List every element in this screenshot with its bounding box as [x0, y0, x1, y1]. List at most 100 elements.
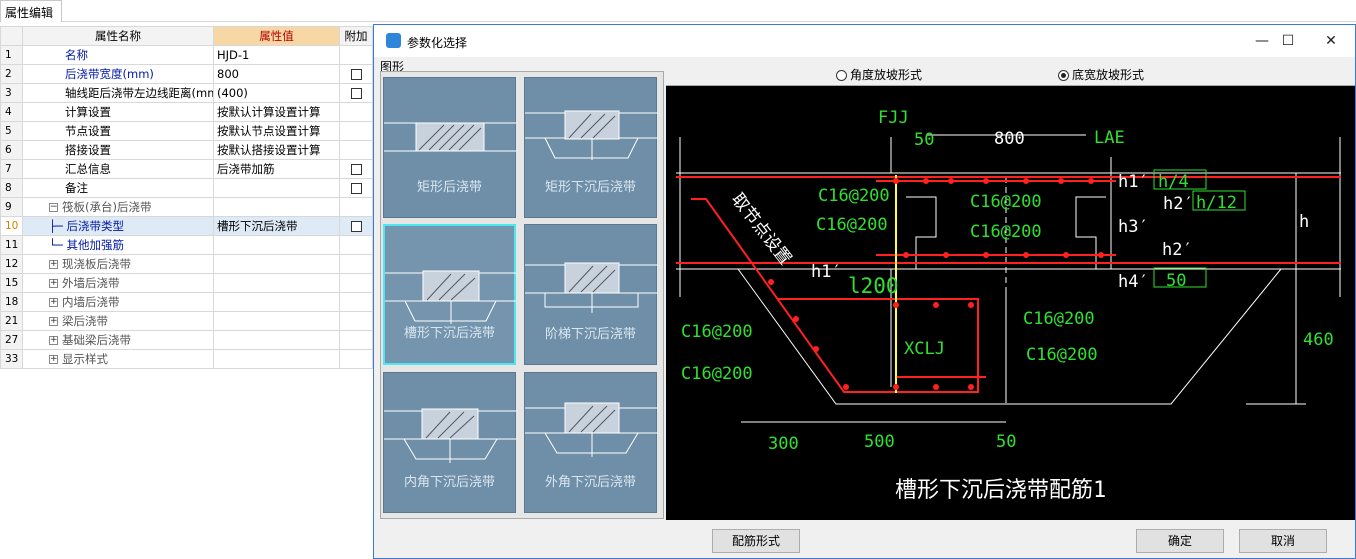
property-value[interactable]: 按默认计算设置计算: [213, 102, 340, 122]
label-node-setting: 取节点设置: [727, 190, 795, 269]
expand-icon[interactable]: +: [49, 259, 58, 269]
table-row[interactable]: 18+内墙后浇带: [0, 292, 373, 312]
property-value: [213, 311, 340, 331]
property-value[interactable]: (400): [213, 83, 340, 103]
card-label: 阶梯下沉后浇带: [544, 327, 636, 342]
ok-button[interactable]: 确定: [1136, 529, 1224, 553]
card-outer-corner-sunk[interactable]: 外角下沉后浇带: [524, 372, 658, 513]
dim-300: 300: [768, 434, 799, 454]
property-value[interactable]: [213, 235, 340, 255]
extra-cell: [339, 311, 373, 331]
card-rect-band[interactable]: 矩形后浇带: [383, 77, 517, 218]
preview-panel: 角度放坡形式 底宽放坡形式: [666, 60, 1355, 520]
group-label: 内墙后浇带: [62, 295, 120, 309]
table-row[interactable]: 9−筏板(承台)后浇带: [0, 197, 373, 217]
property-value[interactable]: 后浇带加筋: [213, 159, 340, 179]
expand-icon[interactable]: +: [49, 297, 58, 307]
expand-icon[interactable]: +: [49, 354, 58, 364]
group-label: 梁后浇带: [62, 314, 108, 328]
close-icon[interactable]: ✕: [1325, 33, 1337, 49]
tab-strip: 属性编辑: [0, 0, 1356, 22]
property-name: 汇总信息: [22, 159, 214, 179]
property-value: [213, 273, 340, 293]
property-name: ├─ 后浇带类型: [22, 216, 214, 236]
property-group[interactable]: −筏板(承台)后浇带: [22, 197, 214, 217]
label-fjj: FJJ: [878, 108, 909, 128]
table-row-selected[interactable]: 10├─ 后浇带类型槽形下沉后浇带: [0, 216, 373, 236]
column-header-value[interactable]: 属性值: [213, 26, 340, 46]
extra-checkbox[interactable]: [351, 183, 362, 194]
extra-checkbox[interactable]: [351, 164, 362, 175]
extra-checkbox[interactable]: [351, 221, 362, 232]
extra-cell: [339, 216, 373, 236]
property-value: [213, 197, 340, 217]
property-group[interactable]: +外墙后浇带: [22, 273, 214, 293]
app-icon: [386, 33, 401, 48]
extra-checkbox[interactable]: [351, 69, 362, 80]
row-number: 6: [0, 140, 23, 160]
property-group[interactable]: +基础梁后浇带: [22, 330, 214, 350]
card-trough-sunk[interactable]: 槽形下沉后浇带: [383, 224, 516, 365]
property-group[interactable]: +显示样式: [22, 349, 214, 369]
radio-width-slope[interactable]: 底宽放坡形式: [1058, 66, 1144, 83]
table-row[interactable]: 15+外墙后浇带: [0, 273, 373, 293]
card-step-sunk[interactable]: 阶梯下沉后浇带: [524, 224, 658, 365]
drawing-caption: 槽形下沉后浇带配筋1: [895, 478, 1106, 503]
property-group[interactable]: +现浇板后浇带: [22, 254, 214, 274]
property-name: 备注: [22, 178, 214, 198]
expand-icon[interactable]: +: [49, 316, 58, 326]
row-number: 12: [0, 254, 23, 274]
table-row[interactable]: 21+梁后浇带: [0, 311, 373, 331]
property-value[interactable]: [213, 178, 340, 198]
trough-sunk-thumb: [385, 270, 516, 324]
collapse-icon[interactable]: −: [49, 202, 58, 212]
table-row[interactable]: 12+现浇板后浇带: [0, 254, 373, 274]
table-row[interactable]: 27+基础梁后浇带: [0, 330, 373, 350]
property-name: 搭接设置: [22, 140, 214, 160]
card-inner-corner-sunk[interactable]: 内角下沉后浇带: [383, 372, 517, 513]
property-name: 后浇带宽度(mm): [22, 64, 214, 84]
property-value[interactable]: 按默认节点设置计算: [213, 121, 340, 141]
table-row[interactable]: 11└─ 其他加强筋: [0, 235, 373, 255]
label-h2-bottom: h2′: [1162, 240, 1193, 260]
extra-checkbox[interactable]: [351, 88, 362, 99]
rebar-label: C16@200: [818, 186, 890, 206]
property-group[interactable]: + 梁后浇带: [22, 311, 214, 331]
property-value[interactable]: 槽形下沉后浇带: [213, 216, 340, 236]
property-value[interactable]: 按默认搭接设置计算: [213, 140, 340, 160]
column-header-extra[interactable]: 附加: [339, 26, 373, 46]
label-xclj: XCLJ: [904, 339, 945, 359]
tab-property-editor[interactable]: 属性编辑: [0, 0, 62, 22]
property-value: [213, 254, 340, 274]
row-number: 15: [0, 273, 23, 293]
extra-cell: [339, 349, 373, 369]
column-header-name[interactable]: 属性名称: [22, 26, 214, 46]
maximize-icon[interactable]: ☐: [1281, 33, 1295, 49]
card-rect-sunk[interactable]: 矩形下沉后浇带: [524, 77, 658, 218]
expand-icon[interactable]: +: [49, 335, 58, 345]
rebar-label: C16@200: [816, 215, 888, 235]
expand-icon[interactable]: +: [49, 278, 58, 288]
property-name: 计算设置: [22, 102, 214, 122]
table-row[interactable]: 33+显示样式: [0, 349, 373, 369]
rebar-form-button[interactable]: 配筋形式: [712, 529, 800, 553]
radio-angle-slope[interactable]: 角度放坡形式: [836, 66, 922, 83]
minimize-icon[interactable]: —: [1255, 33, 1269, 49]
property-value[interactable]: HJD-1: [213, 45, 340, 65]
property-group[interactable]: + 内墙后浇带: [22, 292, 214, 312]
label-lae: LAE: [1094, 128, 1125, 148]
property-value[interactable]: 800: [213, 64, 340, 84]
dialog-titlebar[interactable]: 参数化选择 — ☐ ✕: [374, 25, 1355, 57]
label-h3: h3′: [1118, 217, 1149, 237]
cancel-button[interactable]: 取消: [1239, 529, 1327, 553]
dialog-title: 参数化选择: [407, 36, 468, 50]
label-h4-prime: h4′: [1118, 272, 1149, 292]
